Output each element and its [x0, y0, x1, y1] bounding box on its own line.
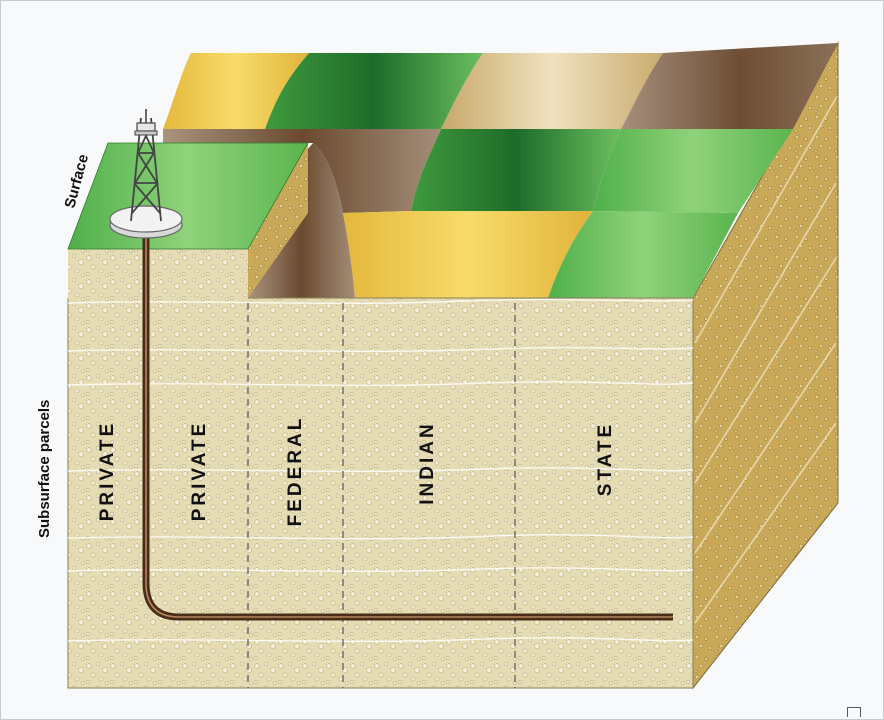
parcel-label-private-2: PRIVATE	[189, 421, 210, 522]
enlarge-icon[interactable]	[847, 707, 861, 717]
land-parcel-diagram: Surface Subsurface parcels PRIVATE PRIVA…	[13, 13, 871, 703]
raised-section-front-face	[68, 249, 248, 299]
parcel-label-indian: INDIAN	[417, 421, 438, 504]
subsurface-parcels-label: Subsurface parcels	[36, 400, 53, 538]
far-surface-strip	[163, 43, 838, 129]
parcel-label-state: STATE	[595, 422, 616, 496]
parcel-label-private-1: PRIVATE	[97, 421, 118, 522]
parcel-label-federal: FEDERAL	[285, 416, 306, 527]
